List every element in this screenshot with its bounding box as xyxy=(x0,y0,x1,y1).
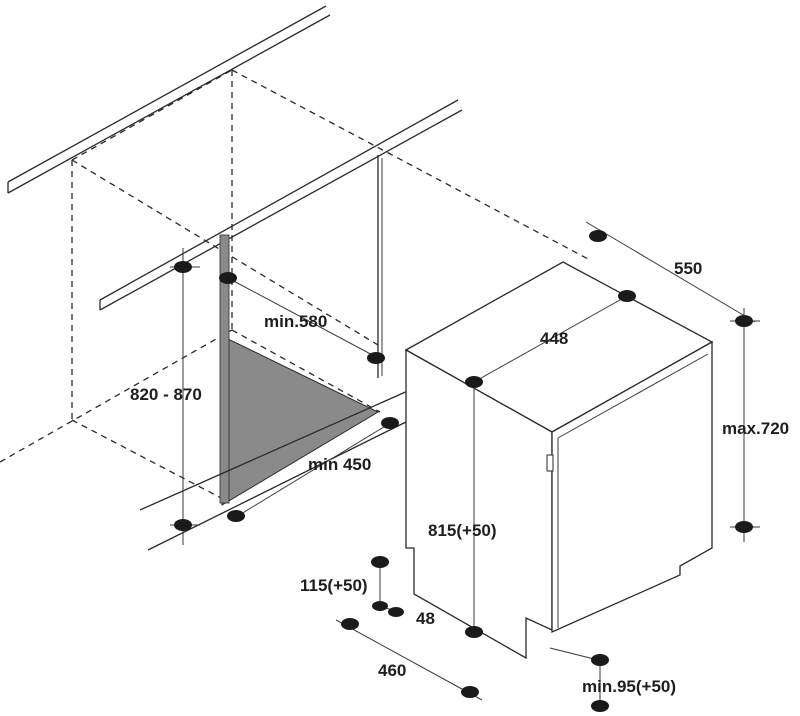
label-plinth-recess: 48 xyxy=(416,609,435,628)
worktop xyxy=(7,5,463,311)
label-appliance-height: 815(+50) xyxy=(428,521,497,540)
floor-lines xyxy=(139,389,411,551)
label-bottom-depth: 460 xyxy=(378,661,406,680)
label-depth-outer: 550 xyxy=(674,259,702,278)
label-niche-height: 820 - 870 xyxy=(130,385,202,404)
label-plinth-height: 115(+50) xyxy=(300,576,368,595)
label-max-height: max.720 xyxy=(722,419,789,438)
label-cavity-depth: min.580 xyxy=(264,312,327,331)
label-niche-width: min 450 xyxy=(308,455,371,474)
dimension-lines xyxy=(170,221,760,712)
label-door-clearance: min.95(+50) xyxy=(582,677,676,696)
label-width-top: 448 xyxy=(540,329,568,348)
dishwasher-appliance xyxy=(404,261,714,660)
dimension-dots xyxy=(174,230,753,712)
dimension-labels: 550 448 max.720 min.580 820 - 870 min 45… xyxy=(130,259,789,696)
cavity-floor xyxy=(219,234,380,506)
side-panel xyxy=(377,155,383,378)
